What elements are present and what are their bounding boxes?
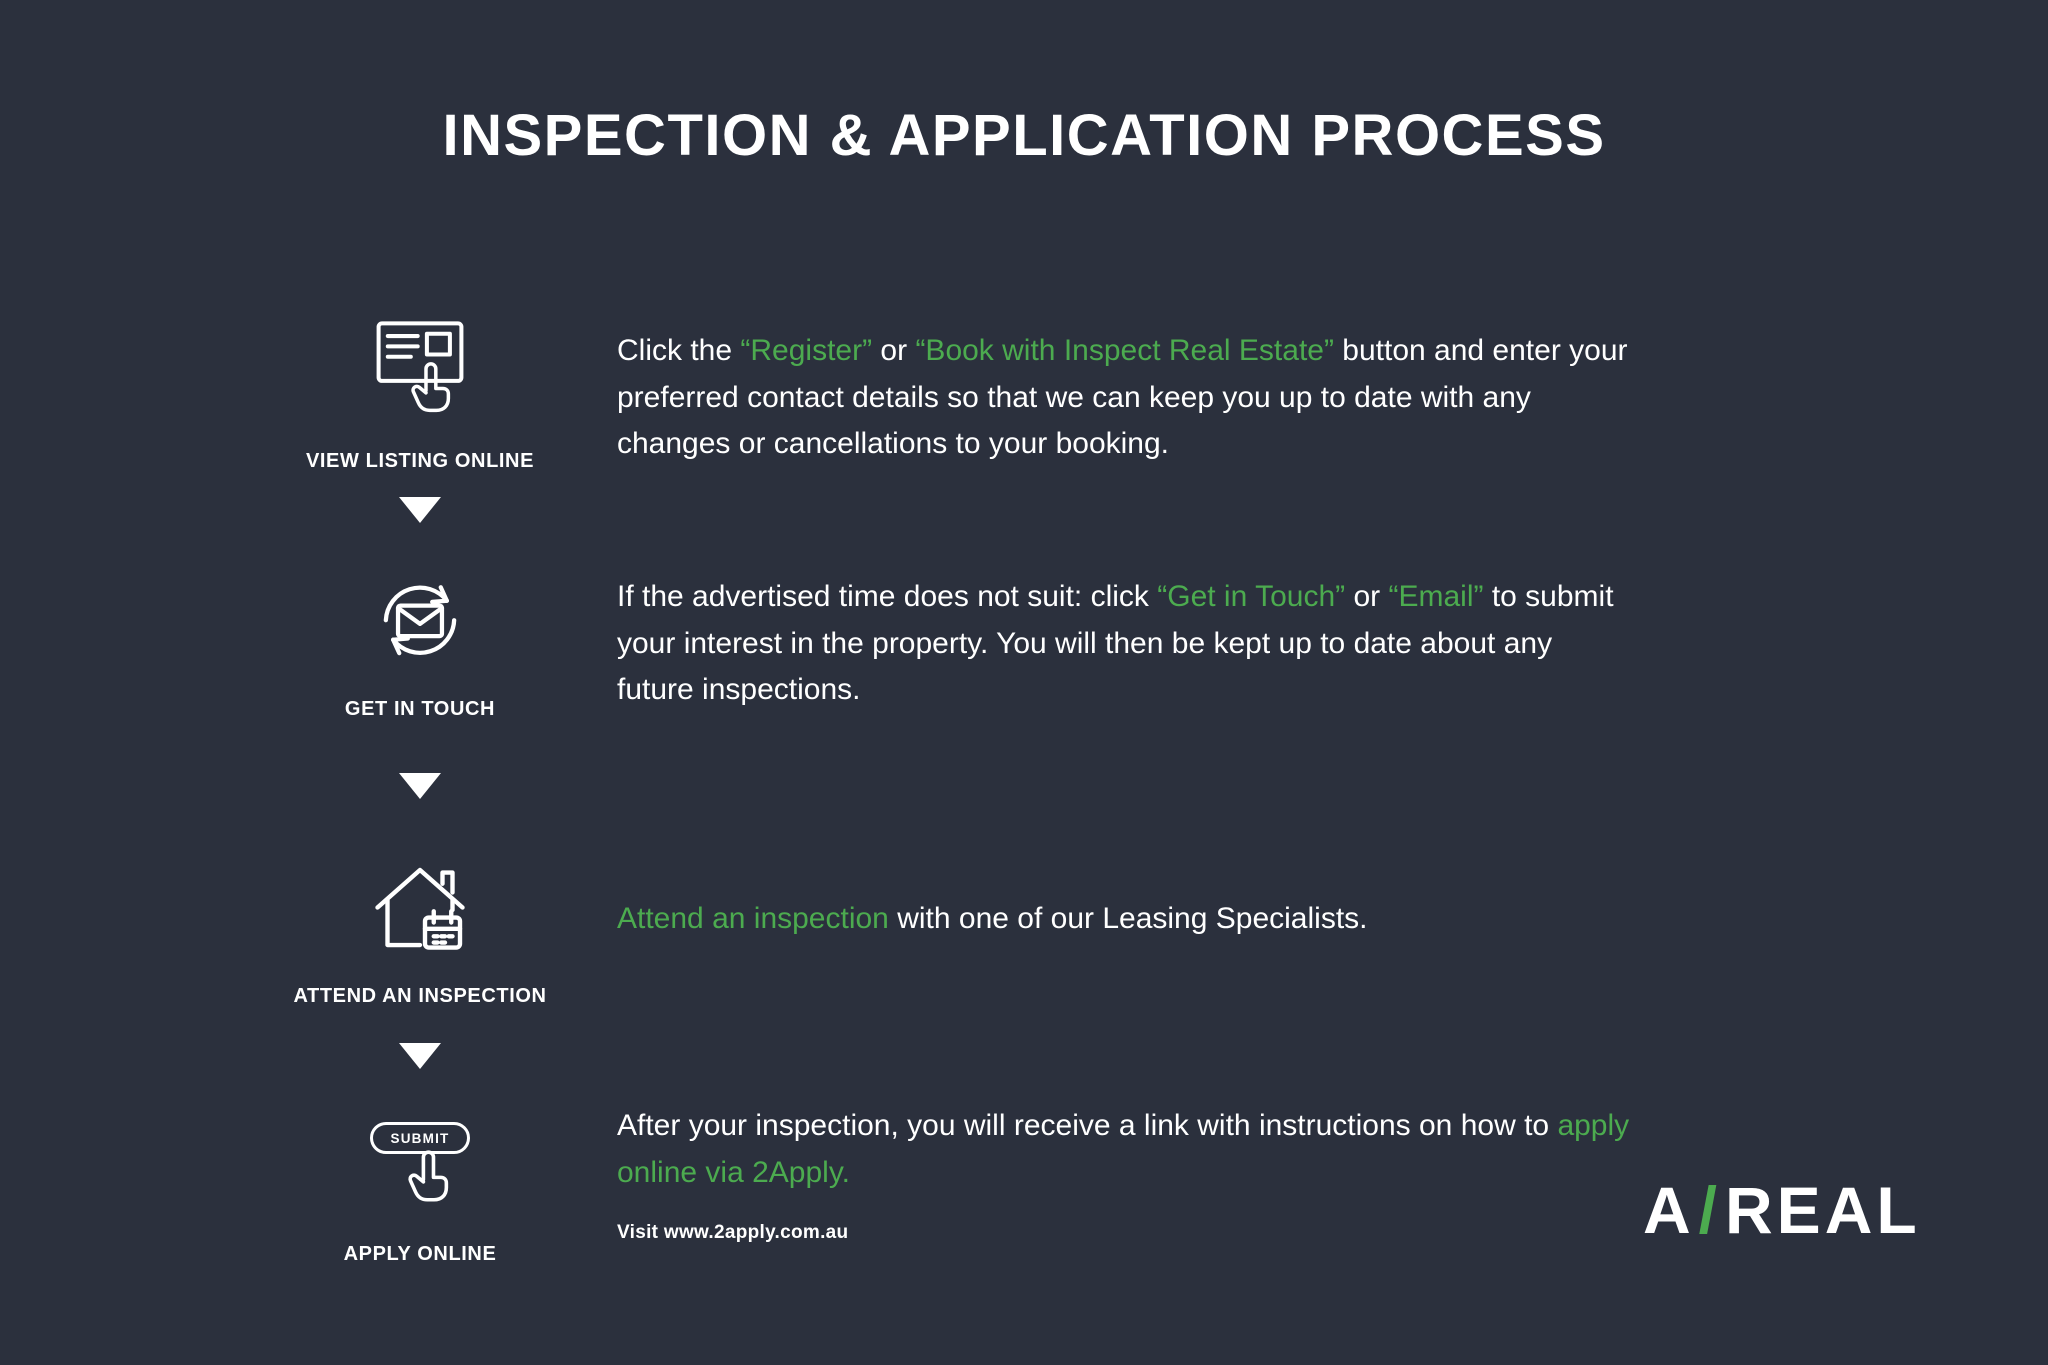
visit-url-note: Visit www.2apply.com.au	[617, 1222, 849, 1243]
text-segment: or	[1345, 580, 1389, 613]
page-title: INSPECTION & APPLICATION PROCESS	[442, 103, 1606, 168]
logo-slash: /	[1698, 1173, 1722, 1247]
text-segment: Click the	[617, 334, 741, 367]
step-description-get-in-touch: If the advertised time does not suit: cl…	[617, 574, 1632, 714]
text-segment: After your inspection, you will receive …	[617, 1109, 1558, 1142]
text-segment: “Register”	[740, 334, 873, 367]
attend-inspection-icon	[358, 845, 483, 970]
text-segment: If the advertised time does not suit: cl…	[617, 580, 1158, 613]
hand-cursor-icon	[408, 1150, 449, 1202]
step-label-apply-online: APPLY ONLINE	[343, 1243, 497, 1265]
text-segment: Attend an inspection	[617, 902, 889, 935]
text-segment: “Book with Inspect Real Estate”	[915, 334, 1334, 367]
step-description-attend-inspection: Attend an inspection with one of our Lea…	[617, 896, 1632, 943]
view-listing-online-icon	[363, 305, 478, 420]
step-label-attend-inspection: ATTEND AN INSPECTION	[293, 985, 547, 1007]
step-label-view-listing: VIEW LISTING ONLINE	[305, 450, 535, 472]
step-label-get-in-touch: GET IN TOUCH	[344, 698, 496, 720]
apply-online-icon: SUBMIT	[345, 1122, 495, 1232]
text-segment: “Get in Touch”	[1157, 580, 1346, 613]
step-description-view-listing: Click the “Register” or “Book with Inspe…	[617, 328, 1632, 468]
text-segment: with one of our Leasing Specialists.	[888, 902, 1368, 935]
text-segment: to submit your interest in the property.…	[617, 580, 1614, 706]
down-arrow-icon	[399, 773, 441, 799]
brand-logo: A/REAL	[1643, 1172, 1921, 1248]
submit-button-illustration: SUBMIT	[370, 1122, 470, 1154]
logo-part-a: A	[1643, 1173, 1695, 1247]
get-in-touch-icon	[359, 558, 481, 680]
text-segment: button and enter your preferred contact …	[617, 334, 1628, 460]
text-segment: “Email”	[1388, 580, 1484, 613]
text-segment: or	[872, 334, 916, 367]
step-description-apply-online: After your inspection, you will receive …	[617, 1103, 1632, 1247]
down-arrow-icon	[399, 497, 441, 523]
down-arrow-icon	[399, 1043, 441, 1069]
text-segment: apply online via 2Apply.	[617, 1109, 1630, 1189]
logo-part-real: REAL	[1725, 1173, 1921, 1247]
